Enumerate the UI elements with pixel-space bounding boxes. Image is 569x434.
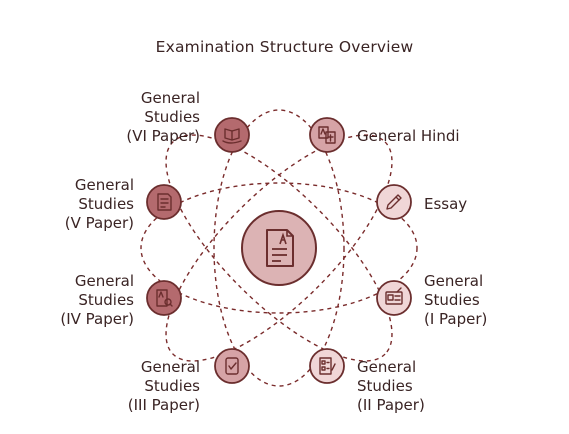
id-card-icon [385,287,403,305]
label-essay: Essay [424,195,468,213]
node-circle [309,348,345,384]
node-gs-iii [214,348,250,384]
label-general-studies-iii: General Studies (III Paper) [127,358,200,414]
node-gs-iv [146,280,182,316]
node-circle [309,117,345,153]
book-hand-icon [222,128,242,144]
center-circle [241,210,317,286]
node-circle [214,348,250,384]
notes-icon [157,193,172,211]
node-gen-hindi [309,117,345,153]
center-node [241,210,317,286]
paper-nodes [146,117,412,384]
node-circle [146,280,182,316]
checklist-icon [319,357,336,375]
page-title: Examination Structure Overview [155,38,414,56]
node-circle [376,184,412,220]
orbit-diagonal-a [165,134,393,362]
pencil-icon [386,194,402,210]
label-general-hindi: General Hindi [357,127,460,145]
node-circle [376,280,412,316]
document-icon [266,229,294,267]
language-doc-icon [318,126,336,144]
label-general-studies-vi: General Studies (VI Paper) [126,89,200,145]
node-gs-v [146,184,182,220]
node-circle [146,184,182,220]
node-gs-ii [309,348,345,384]
node-gs-vi [214,117,250,153]
orbit-horizontal [140,182,418,314]
label-general-studies-v: General Studies (V Paper) [64,176,134,232]
node-gs-i [376,280,412,316]
orbit-vertical [213,109,345,387]
label-general-studies-iv: General Studies (IV Paper) [60,272,134,328]
label-general-studies-ii: General Studies (II Paper) [357,358,425,414]
node-essay [376,184,412,220]
tablet-check-icon [225,357,239,375]
search-doc-icon [156,289,173,307]
label-general-studies-i: General Studies (I Paper) [424,272,488,328]
